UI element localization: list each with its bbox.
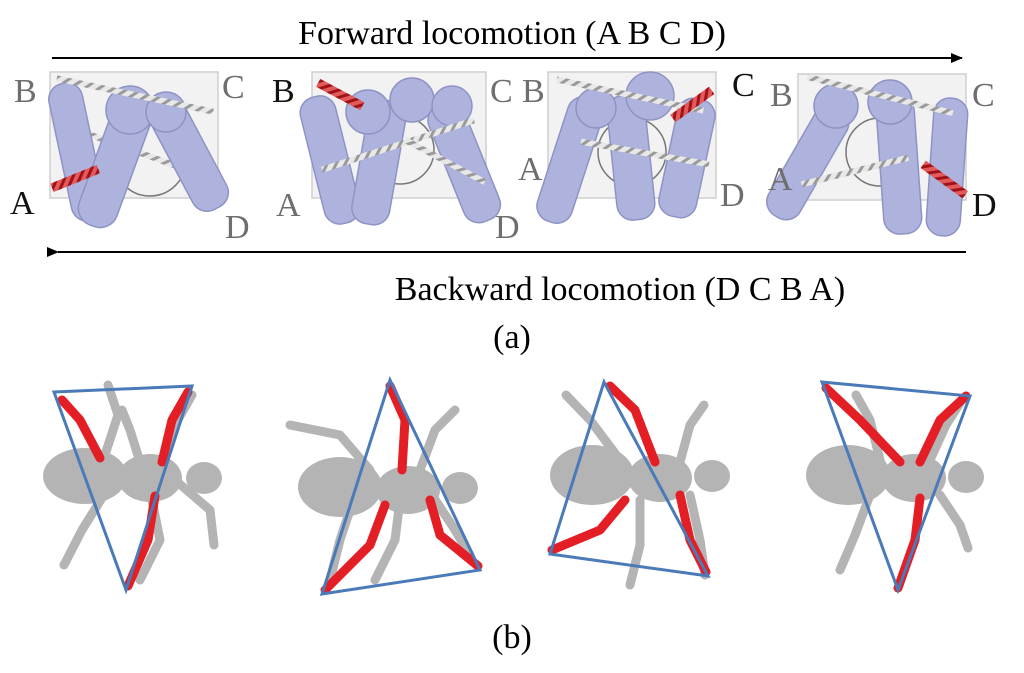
label-d: D: [972, 187, 997, 224]
stance-legs: [320, 381, 483, 595]
mechanism-panel-3: [536, 71, 717, 224]
caption-a: (a): [493, 319, 531, 356]
ant-gait-1: [43, 380, 222, 595]
spring: [56, 75, 214, 115]
spring: [800, 154, 910, 188]
forward-locomotion-label: Forward locomotion (A B C D): [298, 15, 726, 52]
spring: [580, 138, 710, 168]
support-triangle: [548, 378, 711, 578]
ant-gait-3: [547, 378, 730, 590]
idle-legs: [561, 390, 710, 590]
ant-head: [948, 461, 984, 493]
ant-abdomen: [298, 457, 382, 517]
label-b: B: [272, 73, 295, 110]
label-a: A: [518, 151, 543, 188]
ant-head: [694, 460, 730, 492]
active-spring: [50, 164, 101, 193]
label-d: D: [720, 177, 745, 214]
backward-locomotion-label: Backward locomotion (D C B A): [395, 271, 845, 308]
ant-thorax: [628, 454, 692, 502]
ant-head: [442, 472, 478, 504]
spring: [320, 117, 476, 173]
label-b: B: [770, 77, 793, 114]
label-a: A: [10, 185, 35, 222]
label-b: B: [522, 73, 545, 110]
mechanism-panel-4: [766, 73, 969, 237]
label-a: A: [276, 187, 301, 224]
active-spring: [316, 78, 365, 111]
ant-head: [186, 462, 222, 494]
ant-gait-4: [806, 380, 984, 595]
label-a: A: [768, 161, 793, 198]
ant-thorax: [882, 454, 946, 502]
ant-thorax: [376, 466, 440, 514]
spring: [556, 76, 704, 114]
mechanism-links: [766, 79, 969, 237]
spring: [806, 73, 954, 117]
label-c: C: [222, 69, 245, 106]
label-d: D: [495, 209, 520, 246]
label-c: C: [732, 67, 755, 104]
label-b: B: [14, 73, 37, 110]
caption-b: (b): [492, 619, 532, 656]
active-spring: [920, 160, 968, 199]
active-spring: [670, 86, 715, 123]
mechanism-links: [299, 77, 502, 226]
ant-abdomen: [806, 445, 890, 505]
ant-thorax: [118, 454, 182, 502]
label-d: D: [225, 209, 250, 246]
spring: [403, 137, 487, 185]
label-c: C: [490, 73, 513, 110]
support-triangle: [819, 380, 973, 595]
support-triangle: [51, 384, 195, 595]
support-triangle: [319, 375, 483, 596]
mechanism-panel-2: [299, 71, 502, 226]
ant-gait-2: [285, 375, 483, 596]
mechanism-panel-1: [48, 71, 230, 229]
ant-abdomen: [550, 445, 634, 505]
label-c: C: [972, 77, 995, 114]
